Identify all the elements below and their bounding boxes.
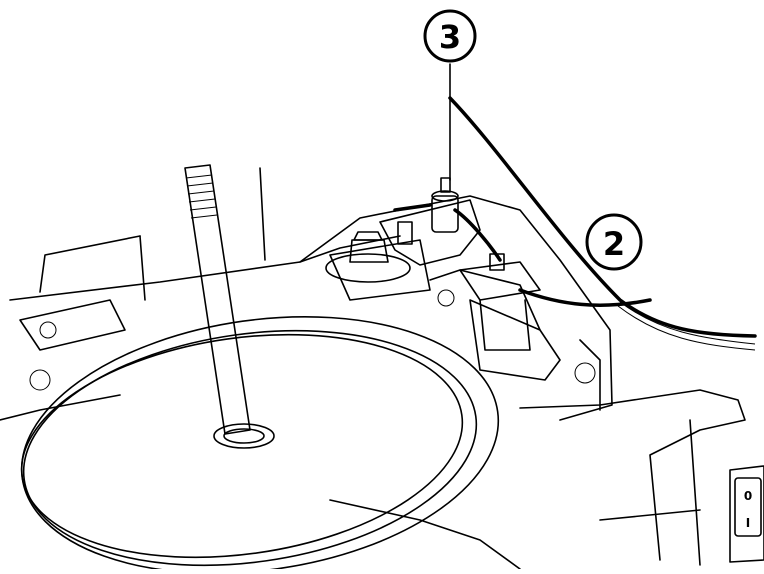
mower-frame <box>0 167 764 570</box>
callout-3: 3 <box>423 9 477 181</box>
pulley-nut-assembly <box>325 231 411 283</box>
callout-2: 2 <box>585 213 643 271</box>
wire-harness <box>393 96 757 351</box>
callout-3-label: 3 <box>439 18 461 56</box>
solenoid-bracket <box>379 177 481 266</box>
switch-on-symbol: 0 <box>744 489 752 503</box>
drive-pulley-deck <box>20 315 500 574</box>
rocker-switch-panel: 0 I <box>734 477 762 537</box>
switch-off-symbol: I <box>746 516 750 530</box>
callout-2-label: 2 <box>603 225 625 263</box>
threaded-spindle <box>184 164 275 449</box>
